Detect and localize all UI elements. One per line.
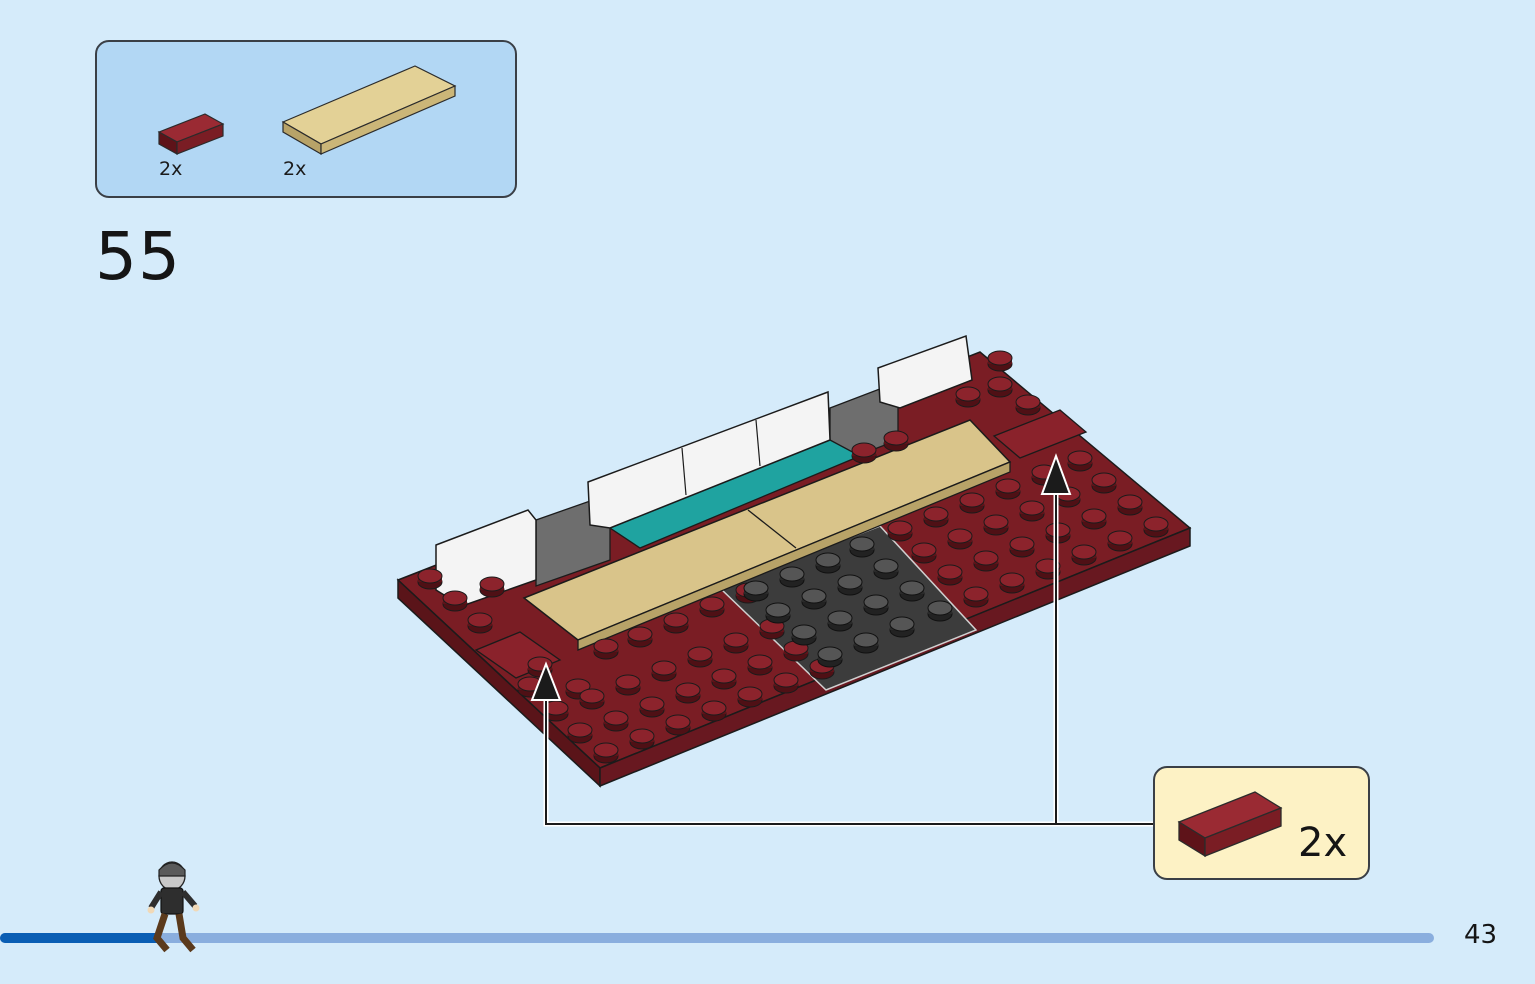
progress-fill: [0, 933, 158, 943]
dark-red-tile-part: [157, 113, 225, 156]
arrow-head-right: [1040, 453, 1072, 495]
progress-bar: [0, 933, 1434, 943]
page-number: 43: [1464, 920, 1498, 950]
parts-list-box: 2x 2x: [95, 40, 517, 198]
tan-tile-part: [281, 65, 457, 156]
step-number: 55: [95, 218, 181, 295]
part-quantity-tan: 2x: [283, 158, 307, 180]
back-row: [435, 334, 973, 607]
callout-quantity: 2x: [1298, 820, 1348, 866]
part-quantity-dark-red: 2x: [159, 158, 183, 180]
callout-box: 2x: [1153, 766, 1370, 880]
minifigure-icon: [147, 861, 200, 953]
tan-tiles: [522, 419, 1012, 651]
placement-arrows: [530, 453, 1156, 827]
arrow-head-left: [530, 661, 562, 701]
callout-part-art: [1177, 791, 1283, 858]
parts-list-art: [157, 65, 457, 156]
